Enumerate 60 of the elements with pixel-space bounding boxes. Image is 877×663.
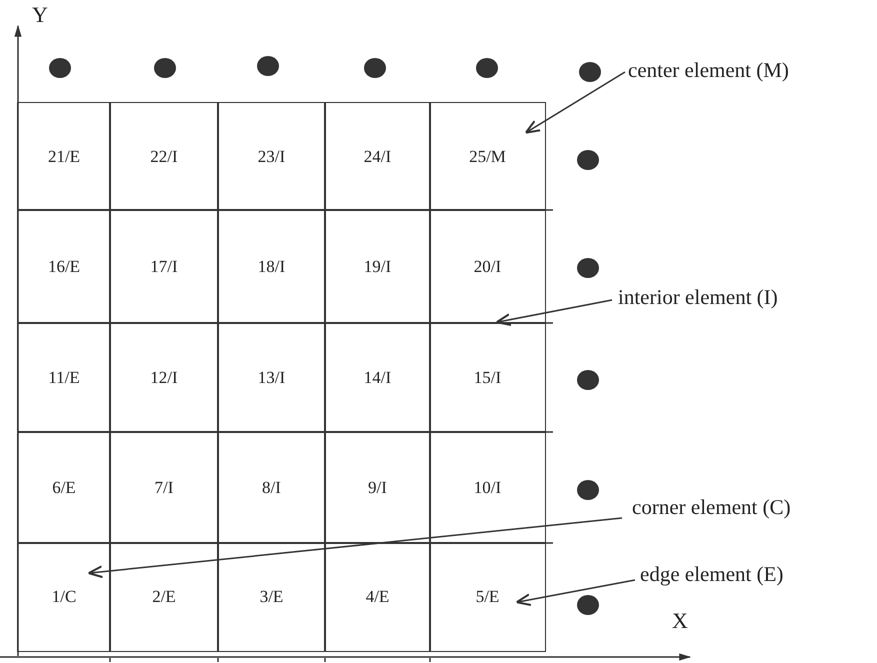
element-label: 4/E [366,587,390,607]
grid-element [324,322,431,433]
element-label: 5/E [476,587,500,607]
callout-text: interior element (I) [618,285,778,310]
element-label: 18/I [258,256,286,276]
grid-element [17,322,111,433]
grid-element [429,102,546,211]
element-label: 14/I [364,368,392,388]
grid-element [17,542,111,652]
grid-element [324,209,431,324]
leader-arrow [88,517,622,578]
axis-label: X [672,608,688,634]
element-label: 3/E [260,587,284,607]
element-label: 8/I [262,478,281,498]
grid-element [17,209,111,324]
grid-element [217,102,326,211]
grid-element [109,542,219,652]
grid-element [109,322,219,433]
element-label: 10/I [474,478,502,498]
callout-text: corner element (C) [632,495,791,520]
callout-text: edge element (E) [640,562,784,587]
grid-element [109,431,219,544]
element-label: 25/M [469,146,506,166]
element-label: 21/E [48,146,80,166]
element-label: 12/I [150,368,178,388]
element-label: 16/E [48,256,80,276]
element-label: 17/I [150,256,178,276]
element-label: 24/I [364,146,392,166]
element-label: 13/I [258,368,286,388]
grid-element [217,209,326,324]
element-label: 11/E [48,368,80,388]
element-label: 9/I [368,478,387,498]
leader-arrow [496,299,612,326]
grid-element [429,322,546,433]
element-label: 20/I [474,256,502,276]
grid-element [217,542,326,652]
grid-element [217,322,326,433]
element-label: 15/I [474,368,502,388]
leader-arrow [524,71,626,134]
grid-element [429,209,546,324]
leader-arrow [516,579,636,606]
grid-element [429,431,546,544]
grid-element [324,102,431,211]
element-label: 23/I [258,146,286,166]
element-label: 6/E [52,478,76,498]
grid-element [429,542,546,652]
grid-element [217,431,326,544]
element-label: 2/E [152,587,176,607]
callout-text: center element (M) [628,58,789,83]
element-label: 1/C [52,587,76,607]
grid-element [109,209,219,324]
element-label: 22/I [150,146,178,166]
grid-element [324,542,431,652]
grid-element [324,431,431,544]
grid-element [17,102,111,211]
grid-element [109,102,219,211]
element-label: 19/I [364,256,392,276]
axis-label: Y [32,2,48,28]
grid-element [17,431,111,544]
element-label: 7/I [154,478,174,498]
